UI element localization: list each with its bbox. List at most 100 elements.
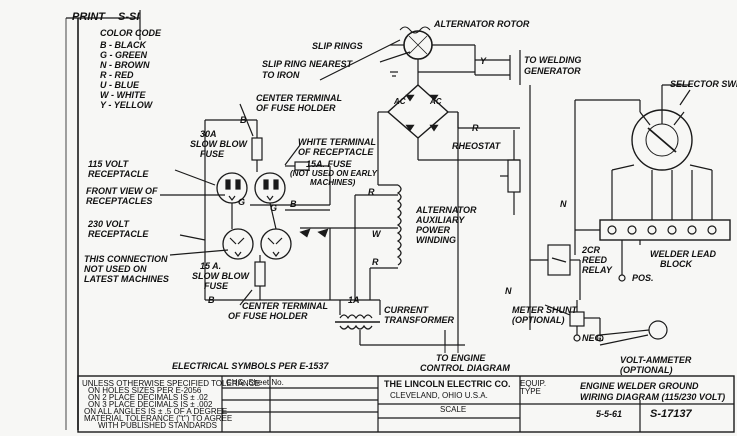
- fuse-30a-label-2: SLOW BLOW: [190, 139, 247, 149]
- rectifier-ac-label: AC: [394, 97, 406, 106]
- receptacle-115-label-2: RECEPTACLE: [88, 169, 149, 179]
- tolerance-note: ON ALL ANGLES IS ± .5 OF A DEGREE: [84, 407, 228, 416]
- neg-terminal-label: NEG.: [582, 333, 605, 343]
- fuse-30a-label: 30A: [200, 129, 217, 139]
- wire-label: Y: [480, 56, 487, 66]
- rheostat-label: RHEOSTAT: [452, 141, 501, 151]
- wire-label: R: [368, 187, 375, 197]
- fuse-30a-label-3: FUSE: [200, 149, 225, 159]
- color-code-name: BLACK: [114, 40, 147, 50]
- selector-switch-label: SELECTOR SWITCH: [670, 79, 737, 89]
- one-a-label: 1A: [348, 295, 360, 305]
- to-iron-label: TO IRON: [262, 70, 300, 80]
- color-code-entry: B - BLACK: [100, 40, 147, 50]
- company-city: CLEVELAND, OHIO U.S.A.: [390, 391, 488, 400]
- company-name: THE LINCOLN ELECTRIC CO.: [384, 379, 511, 389]
- fuse-15a-slow-blow-label-3: FUSE: [204, 281, 229, 291]
- color-code-letter: W: [100, 90, 109, 100]
- color-code-letter: G: [100, 50, 108, 60]
- reed-relay-label-3: RELAY: [582, 265, 612, 275]
- meter-shunt-label-2: (OPTIONAL): [512, 315, 565, 325]
- electrical-symbols-note: ELECTRICAL SYMBOLS PER E-1537: [172, 361, 329, 371]
- wire-label: N: [505, 286, 512, 296]
- not-used-label-2: MACHINES): [310, 178, 356, 187]
- center-terminal-bottom-label-2: OF FUSE HOLDER: [228, 311, 308, 321]
- receptacle-230-label-2: RECEPTACLE: [88, 229, 149, 239]
- color-code-title: COLOR CODE: [100, 28, 162, 38]
- color-code-letter: B: [100, 40, 107, 50]
- center-terminal-top-label-2: OF FUSE HOLDER: [256, 103, 336, 113]
- color-code-entry: R - RED: [100, 70, 134, 80]
- wire-label: W: [372, 229, 381, 239]
- receptacle-230-label: 230 VOLT: [88, 219, 129, 229]
- scale-label: SCALE: [440, 405, 467, 414]
- tolerance-note: WITH PUBLISHED STANDARDS: [98, 421, 217, 430]
- fuse-15a-slow-blow-label-2: SLOW BLOW: [192, 271, 249, 281]
- center-terminal-bottom-label: CENTER TERMINAL: [242, 301, 328, 311]
- tolerance-note: ON HOLES SIZES PER E-2056: [88, 386, 202, 395]
- wire-label: G: [238, 197, 246, 207]
- receptacle-115-label: 115 VOLT: [88, 159, 129, 169]
- color-code-letter: N: [100, 60, 107, 70]
- wire-label: R: [372, 257, 379, 267]
- color-code-entry: N - BROWN: [100, 60, 150, 70]
- color-code-entry: W - WHITE: [100, 90, 146, 100]
- print-label: PRINT: [72, 11, 105, 23]
- drawing-subtitle: WIRING DIAGRAM (115/230 VOLT): [580, 392, 726, 402]
- color-code-name: GREEN: [115, 50, 148, 60]
- equip-label: EQUIP.: [520, 379, 547, 388]
- rectifier-ac-label: AC: [430, 97, 442, 106]
- pos-terminal-label: POS.: [632, 273, 654, 283]
- alternator-aux-label-3: POWER: [416, 225, 451, 235]
- change-sheet-label: CHG. Sheet No.: [226, 378, 284, 387]
- reed-relay-label: 2CR: [582, 245, 601, 255]
- front-view-label: FRONT VIEW OF: [86, 186, 158, 196]
- current-transformer-label: CURRENT: [384, 305, 428, 315]
- this-connection-label-3: LATEST MACHINES: [84, 274, 169, 284]
- alternator-aux-label: ALTERNATOR: [416, 205, 477, 215]
- color-code-entry: U - BLUE: [100, 80, 140, 90]
- tolerance-note: ON 3 PLACE DECIMALS IS ± .002: [88, 400, 213, 409]
- alternator-aux-label-2: AUXILIARY: [416, 215, 465, 225]
- generator-label: GENERATOR: [524, 66, 581, 76]
- slip-rings-label: SLIP RINGS: [312, 41, 363, 51]
- fuse-15a-label: 15A. FUSE: [306, 159, 352, 169]
- reed-relay-label-2: REED: [582, 255, 608, 265]
- wire-label: B: [208, 295, 215, 305]
- color-code-name: BLUE: [114, 80, 140, 90]
- to-engine-label: TO ENGINE: [436, 353, 486, 363]
- fuse-15a-slow-blow-label: 15 A.: [200, 261, 222, 271]
- to-welding-label: TO WELDING: [524, 55, 582, 65]
- wire-label: G: [270, 203, 278, 213]
- color-code-name: WHITE: [116, 90, 146, 100]
- color-code-letter: U: [100, 80, 107, 90]
- slip-ring-nearest-label: SLIP RING NEAREST: [262, 59, 353, 69]
- wire-label: N: [560, 199, 567, 209]
- to-engine-label-2: CONTROL DIAGRAM: [420, 363, 510, 373]
- drawing-number: S-17137: [650, 408, 692, 420]
- color-code-entry: G - GREEN: [100, 50, 148, 60]
- white-terminal-label: WHITE TERMINAL: [298, 137, 376, 147]
- wire-label: B: [240, 115, 247, 125]
- drawing-date: 5-5-61: [596, 409, 623, 419]
- wire-label: B: [290, 199, 297, 209]
- this-connection-label: THIS CONNECTION: [84, 254, 168, 264]
- color-code-name: RED: [114, 70, 134, 80]
- color-code-name: YELLOW: [113, 100, 153, 110]
- current-transformer-label-2: TRANSFORMER: [384, 315, 454, 325]
- type-label: TYPE: [520, 387, 541, 396]
- color-code-entry: Y - YELLOW: [100, 100, 153, 110]
- this-connection-label-2: NOT USED ON: [84, 264, 147, 274]
- welder-lead-block-label: WELDER LEAD: [650, 249, 716, 259]
- center-terminal-top-label: CENTER TERMINAL: [256, 93, 342, 103]
- color-code-name: BROWN: [114, 60, 150, 70]
- sheet-code: S-SI: [118, 11, 140, 23]
- volt-ammeter-label: VOLT-AMMETER: [620, 355, 692, 365]
- drawing-title: ENGINE WELDER GROUND: [580, 381, 699, 391]
- welder-lead-block-label-2: BLOCK: [660, 259, 692, 269]
- color-code-letter: R: [100, 70, 107, 80]
- color-code-letter: Y: [100, 100, 106, 110]
- tolerance-note: UNLESS OTHERWISE SPECIFIED TOLERANCE: [82, 379, 260, 388]
